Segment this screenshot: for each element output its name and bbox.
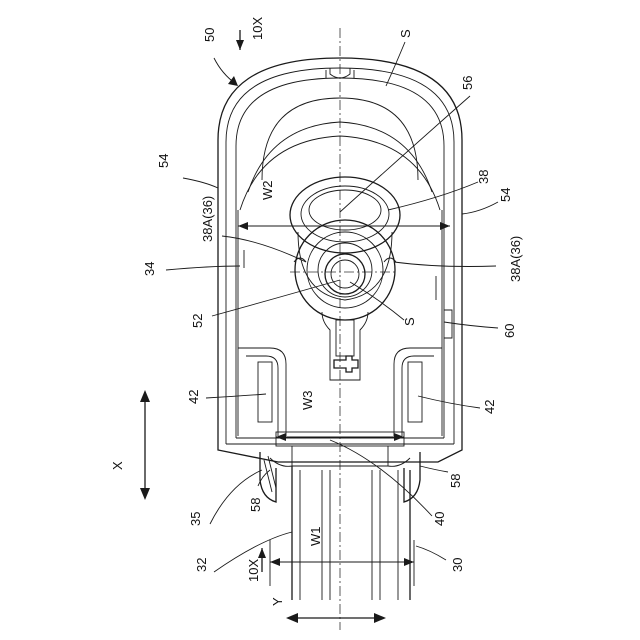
label-38: 38 [476,170,491,184]
label-y: Y [270,597,285,606]
label-50: 50 [202,28,217,42]
label-58-right: 58 [448,474,463,488]
label-54-right: 54 [498,188,513,202]
w3-dimension [276,433,404,441]
label-60: 60 [502,324,517,338]
y-direction-arrow [286,613,386,623]
label-10x-top: 10X [250,17,265,40]
label-10x-bottom: 10X [246,559,261,582]
label-35: 35 [188,512,203,526]
label-42-right: 42 [482,400,497,414]
label-58-left: 58 [248,498,263,512]
shaft-tail [322,312,368,380]
label-w3: W3 [300,391,315,411]
label-w2: W2 [260,181,275,201]
bearing-boss [290,177,400,320]
label-32: 32 [194,558,209,572]
label-40: 40 [432,512,447,526]
w2-dimension [238,222,450,230]
label-38a-right: 38A(36) [508,236,523,282]
assembly-arrow [214,58,238,86]
label-34: 34 [142,262,157,276]
x-direction-arrow [140,390,150,500]
label-s-top: S [398,29,413,38]
leader-lines [166,42,498,572]
inner-chamber [238,210,452,436]
label-56: 56 [460,76,475,90]
label-52: 52 [190,314,205,328]
label-w1: W1 [308,527,323,547]
label-38a-left: 38A(36) [200,196,215,242]
label-54-left: 54 [156,154,171,168]
section-marker-top [236,30,244,50]
label-42-left: 42 [186,390,201,404]
label-30: 30 [450,558,465,572]
label-x: X [110,461,125,470]
label-s-mid: S [402,317,417,326]
